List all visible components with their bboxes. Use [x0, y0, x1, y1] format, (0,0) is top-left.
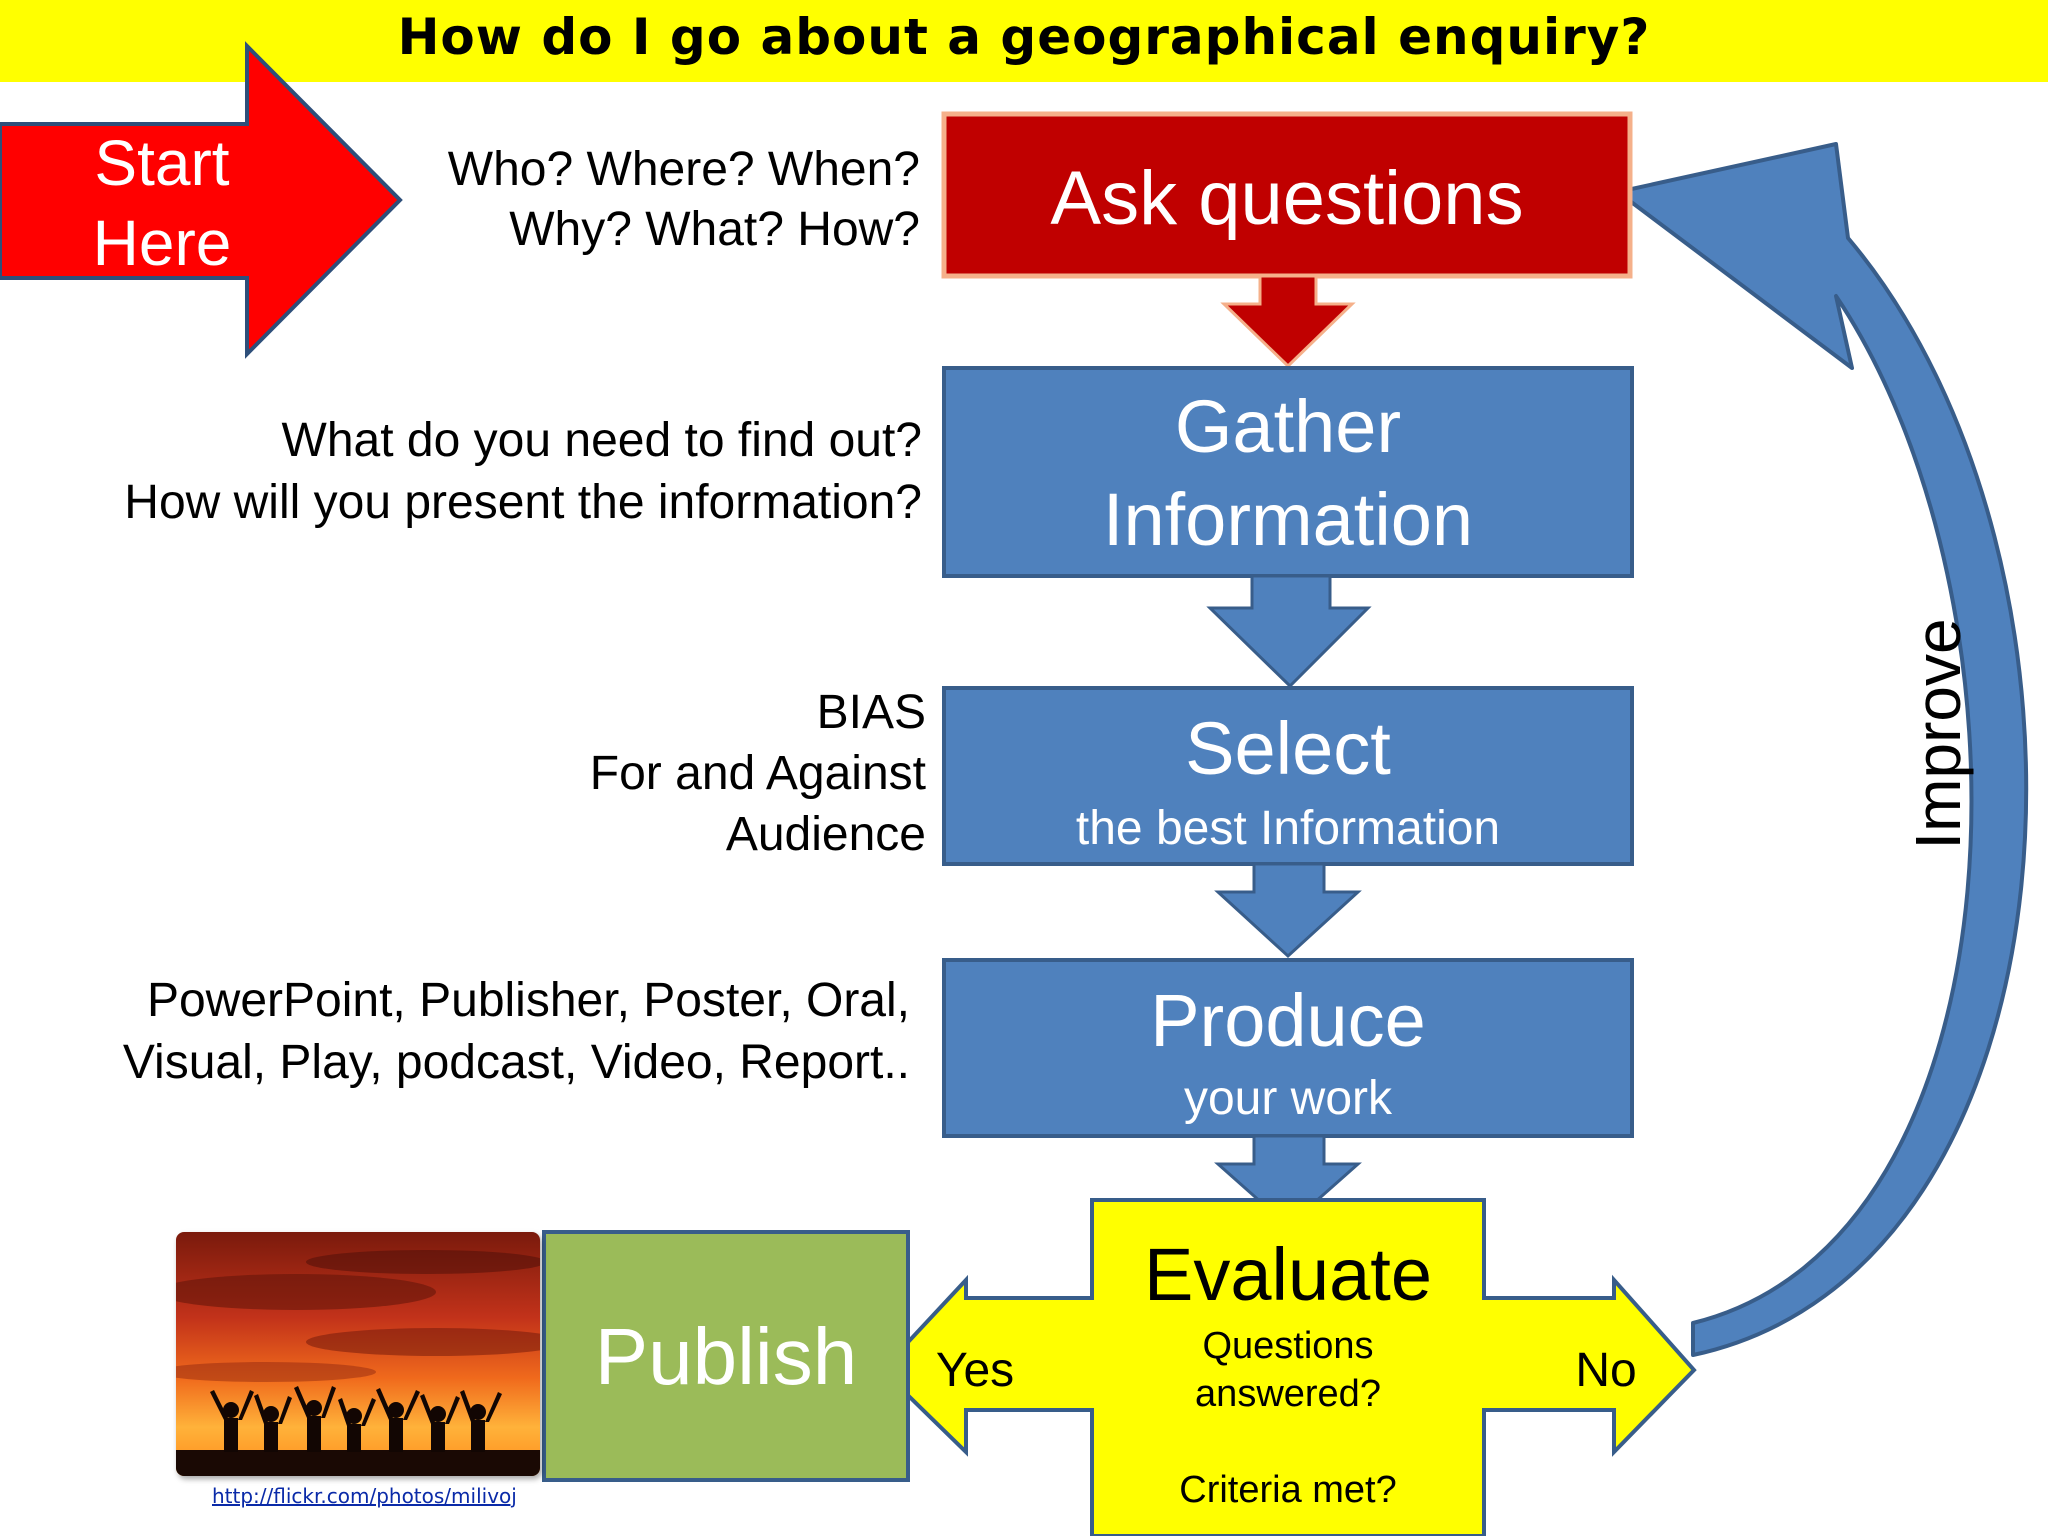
ask-questions-label: Ask questions — [1050, 156, 1523, 241]
no-label: No — [1575, 1344, 1636, 1397]
ask-questions-box: Ask questions — [941, 111, 1633, 279]
produce-title: Produce — [1150, 979, 1426, 1062]
publish-box: Publish — [542, 1230, 910, 1482]
produce-subtitle: your work — [1184, 1072, 1393, 1125]
ask-prompts: Who? Where? When? Why? What? How? — [448, 140, 920, 260]
gather-label-2: Information — [1103, 478, 1473, 561]
ask-prompt-1: Who? Where? When? — [447, 143, 920, 196]
sunset-crowd-photo — [176, 1232, 540, 1476]
evaluate-q1: Questions — [1202, 1325, 1373, 1367]
start-label-1: Start — [94, 127, 229, 199]
select-prompt-3: Audience — [725, 808, 926, 861]
photo-credit-link[interactable]: http://flickr.com/photos/milivoj — [212, 1484, 517, 1508]
select-prompts: BIAS For and Against Audience — [590, 682, 926, 865]
start-label-2: Here — [93, 207, 232, 279]
page-title: How do I go about a geographical enquiry… — [397, 8, 1651, 66]
select-subtitle: the best Information — [1076, 802, 1500, 855]
publish-label: Publish — [595, 1312, 857, 1401]
gather-prompt-1: What do you need to find out? — [281, 414, 922, 467]
produce-down-arrow — [1214, 1134, 1362, 1229]
ask-down-arrow — [1220, 274, 1356, 369]
improve-label: Improve — [1902, 618, 1974, 849]
start-here-arrow: Start Here — [0, 41, 403, 359]
title-banner: How do I go about a geographical enquiry… — [0, 0, 2048, 82]
select-box: Select the best Information — [942, 686, 1634, 866]
select-down-arrow — [1214, 862, 1362, 959]
produce-box: Produce your work — [942, 958, 1634, 1138]
gather-prompts: What do you need to find out? How will y… — [124, 410, 922, 534]
produce-prompts: PowerPoint, Publisher, Poster, Oral, Vis… — [123, 970, 910, 1094]
gather-prompt-2: How will you present the information? — [124, 476, 922, 529]
evaluate-title: Evaluate — [1144, 1233, 1432, 1316]
gather-label-1: Gather — [1175, 385, 1401, 468]
evaluate-q3: Criteria met? — [1179, 1469, 1397, 1511]
ask-prompt-2: Why? What? How? — [509, 203, 920, 256]
select-prompt-1: BIAS — [816, 686, 926, 739]
gather-down-arrow — [1206, 574, 1372, 689]
evaluate-q2: answered? — [1195, 1373, 1381, 1415]
select-prompt-2: For and Against — [589, 747, 926, 800]
evaluate-box: Evaluate Questions answered? Criteria me… — [879, 1198, 1697, 1536]
improve-arrow: Improve — [1616, 142, 2029, 1357]
yes-label: Yes — [936, 1344, 1014, 1397]
gather-information-box: Gather Information — [942, 366, 1634, 578]
select-title: Select — [1185, 707, 1391, 790]
produce-prompt-2: Visual, Play, podcast, Video, Report.. — [122, 1036, 910, 1089]
produce-prompt-1: PowerPoint, Publisher, Poster, Oral, — [146, 974, 910, 1027]
